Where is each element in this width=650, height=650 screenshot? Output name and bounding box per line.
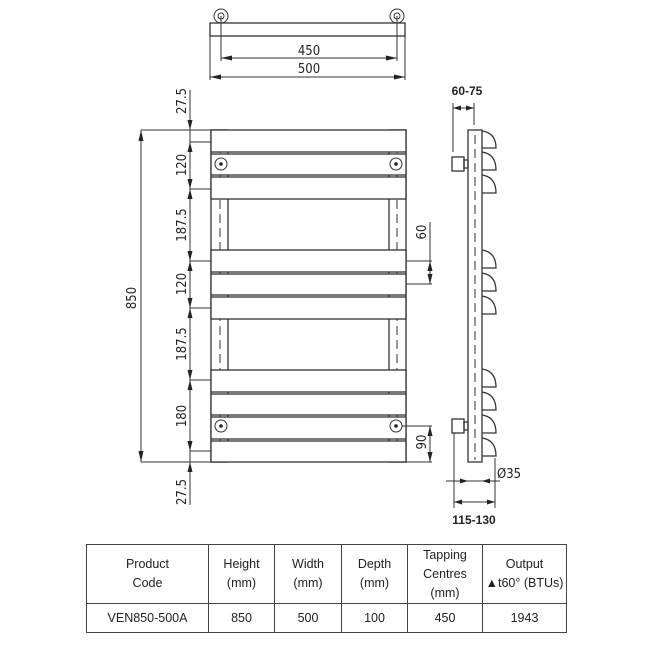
- dim-segment-label: 27.5: [175, 479, 190, 505]
- dim-valve-upper-label: 60: [415, 225, 430, 240]
- cell-product-code: VEN850-500A: [86, 603, 209, 633]
- cell-output: 1943: [482, 603, 567, 633]
- front-view: 850 27.5 120 187.5 120 187.5 180 27.5: [125, 88, 433, 505]
- table-header-row: Product Code Height (mm) Width (mm) Dept…: [86, 544, 567, 604]
- header-tapping-centres: Tapping Centres (mm): [407, 544, 483, 604]
- table-row: VEN850-500A 850 500 100 450 1943: [86, 603, 567, 633]
- bar-profiles: [481, 130, 497, 457]
- dim-segment-label: 27.5: [175, 88, 190, 114]
- dim-segment-label: 120: [175, 154, 190, 176]
- dim-valve-lower-label: 90: [415, 435, 430, 450]
- side-view: 60-75 Ø35: [446, 84, 521, 527]
- header-height: Height (mm): [208, 544, 275, 604]
- dim-width-label: 500: [298, 62, 320, 77]
- top-view: 450 500: [209, 8, 406, 80]
- dim-wall-offset-label: 60-75: [452, 84, 483, 98]
- dim-segment-label: 187.5: [175, 327, 190, 360]
- cell-depth: 100: [341, 603, 408, 633]
- dim-segment-label: 120: [175, 273, 190, 295]
- dim-segment-label: 187.5: [175, 208, 190, 241]
- dim-total-depth-label: 115-130: [452, 513, 496, 527]
- specification-table: Product Code Height (mm) Width (mm) Dept…: [86, 544, 567, 633]
- technical-drawing: 450 500: [125, 8, 521, 527]
- header-width: Width (mm): [274, 544, 342, 604]
- tapping-point-icon: [389, 157, 403, 171]
- cell-width: 500: [274, 603, 342, 633]
- tapping-point-icon: [214, 419, 228, 433]
- cell-height: 850: [208, 603, 275, 633]
- header-output: Output ▲t60° (BTUs): [482, 544, 567, 604]
- header-depth: Depth (mm): [341, 544, 408, 604]
- cell-tapping-centres: 450: [407, 603, 483, 633]
- dim-pipe-diameter-label: Ø35: [497, 467, 521, 482]
- dim-overall-height-label: 850: [125, 287, 140, 309]
- tapping-point-icon: [214, 157, 228, 171]
- dim-tapping-label: 450: [298, 44, 320, 59]
- dim-segment-label: 180: [175, 405, 190, 427]
- header-product-code: Product Code: [86, 544, 209, 604]
